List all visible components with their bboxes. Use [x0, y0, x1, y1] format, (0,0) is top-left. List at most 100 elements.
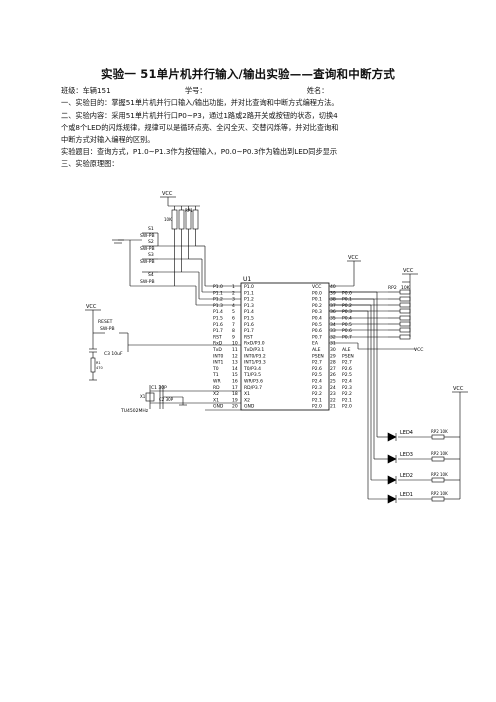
crystal-cap2-label: C2 30P [159, 397, 174, 402]
vcc-mid-label: VCC [348, 255, 359, 261]
chip-right-net-label: P0.1 [342, 297, 352, 303]
chip-right-pin-number: 34 [330, 322, 336, 328]
chip-right-pin-number: 35 [330, 316, 336, 322]
led3-label: LED3 [400, 452, 413, 458]
chip-left-pin-number: 6 [232, 316, 235, 322]
chip-right-pin-number: 28 [330, 360, 336, 366]
switch-s1-type: SW-PB [140, 233, 155, 239]
chip-left-pin-name: X2 [244, 397, 250, 403]
chip-left-pin-name: INT0/P3.2 [244, 353, 266, 359]
chip-left-pin-name: P1.0 [244, 284, 254, 290]
chip-left-net-label: WR [213, 379, 221, 385]
chip-left-pin-number: 8 [232, 328, 235, 334]
switch-s2-type: SW-PB [140, 246, 155, 252]
chip-left-pin-name: P1.7 [244, 328, 254, 334]
switch-s3-label: S3 [148, 252, 154, 258]
chip-left-pin-name: P1.1 [244, 290, 254, 296]
chip-right-pin-number: 21 [330, 404, 336, 410]
chip-left-pin-number: 17 [232, 385, 238, 391]
rp2-value: 10K [401, 285, 411, 291]
chip-left-pin-name: RD/P3.7 [244, 385, 262, 391]
chip-right-net-label: ALE [342, 347, 351, 353]
chip-left-pin-number: 7 [232, 322, 235, 328]
chip-right-net-label: P2.2 [342, 391, 352, 397]
chip-left-pin-number: 1 [232, 284, 235, 290]
switch-s2-label: S2 [148, 239, 154, 245]
name-label: 姓名： [306, 86, 329, 95]
chip-right-pin-name: P2.4 [312, 379, 322, 385]
chip-left-net-label: X2 [213, 391, 219, 397]
led2-res-label: RP2 10K [431, 472, 448, 477]
chip-right-pin-number: 23 [330, 391, 336, 397]
chip-right-pin-name: P0.3 [312, 309, 322, 315]
chip-right-net-label: P2.1 [342, 397, 352, 403]
chip-left-net-label: P1.2 [213, 297, 223, 303]
chip-right-pin-number: 32 [330, 334, 336, 340]
chip-right-net-label: P2.5 [342, 372, 352, 378]
chip-right-net-label: P2.0 [342, 404, 352, 410]
chip-right-pin-name: P2.0 [312, 404, 322, 410]
chip-left-net-label: P1.6 [213, 322, 223, 328]
chip-right-pin-number: 29 [330, 353, 336, 359]
chip-left-net-label: P1.0 [213, 284, 223, 290]
chip-left-pin-number: 14 [232, 366, 238, 372]
chip-left-pin-name: P1.2 [244, 297, 254, 303]
chip-right-pin-number: 33 [330, 328, 336, 334]
vcc-bottom-label: VCC [453, 386, 464, 392]
student-info-line: 班级：车辆151 学号： 姓名： [61, 86, 328, 96]
rp2-label: RP2 [388, 285, 397, 291]
chip-left-pin-name: P1.3 [244, 303, 254, 309]
chip-right-pin-number: 24 [330, 385, 336, 391]
chip-left-pin-name: T1/P3.5 [243, 372, 261, 378]
chip-left-net-label: X1 [213, 397, 219, 403]
chip-right-pin-name: P0.1 [312, 297, 322, 303]
chip-right-net-label: PSEN [342, 353, 354, 359]
student-id-label: 学号： [184, 86, 207, 95]
chip-right-net-label: P0.0 [342, 290, 352, 296]
section-content-line1: 二、实验内容：采用51单片机并行口P0~P3，通过1路或2路开关或按钮的状态，切… [61, 111, 338, 120]
led1-label: LED1 [400, 492, 413, 498]
led4-label: LED4 [400, 430, 413, 436]
chip-right-pin-number: 25 [330, 379, 336, 385]
chip-left-pin-name: T0/P3.4 [243, 366, 261, 372]
chip-right-net-label: P0.7 [342, 334, 352, 340]
chip-right-pin-number: 27 [330, 366, 336, 372]
chip-left-net-label: P1.3 [213, 303, 223, 309]
vcc-ea-label: VCC [414, 347, 423, 353]
section-content-line2: 个或8个LED的闪烁规律，规律可以是循环点亮、全闪全灭、交替闪烁等，并对比查询和 [61, 123, 339, 132]
chip-right-pin-name: P0.2 [312, 303, 322, 309]
chip-left-pin-name: RST [244, 334, 253, 340]
section-objective: 一、实验目的：掌握51单片机并行口输入/输出功能，并对比查询和中断方式编程方法。 [61, 98, 339, 107]
section-schematic-heading: 三、实验原理图： [61, 159, 119, 168]
chip-left-pin-name: X1 [244, 391, 250, 397]
rp1-label: RP1 [185, 208, 193, 213]
section-content-line3: 中断方式对输入编程的区别。 [61, 135, 155, 144]
reset-label: RESET [98, 319, 113, 325]
chip-right-pin-name: P0.7 [312, 334, 322, 340]
chip-right-pin-number: 36 [330, 309, 336, 315]
chip-left-pin-name: WR/P3.6 [244, 379, 263, 385]
chip-right-pin-number: 22 [330, 397, 336, 403]
crystal-cap1-label: C1 30P [151, 385, 167, 391]
vcc-left-label: VCC [86, 304, 97, 310]
chip-left-net-label: P1.7 [213, 328, 223, 334]
chip-right-pin-name: P0.4 [312, 316, 322, 322]
chip-left-pin-name: RxD/P3.0 [244, 341, 265, 347]
chip-left-net-label: P1.5 [213, 316, 223, 322]
chip-right-pin-name: P0.5 [312, 322, 322, 328]
chip-left-net-label: RST [213, 334, 222, 340]
switch-s3-type: SW-PB [140, 259, 155, 265]
chip-right-pin-name: P2.2 [312, 391, 322, 397]
chip-right-pin-name: P0.0 [312, 290, 322, 296]
reset-switch-label: SW-PB [100, 326, 115, 332]
chip-left-net-label: GND [213, 404, 224, 410]
chip-right-pin-name: P0.6 [312, 328, 322, 334]
chip-right-pin-name: P2.7 [312, 360, 322, 366]
rp1-value: 10K [164, 217, 172, 222]
chip-left-pin-number: 16 [232, 379, 238, 385]
chip-left-pin-name: P1.4 [244, 309, 254, 315]
chip-right-net-label: P0.2 [342, 303, 352, 309]
reset-res-value: 470 [96, 366, 103, 370]
chip-left-net-label: INT1 [213, 360, 223, 366]
